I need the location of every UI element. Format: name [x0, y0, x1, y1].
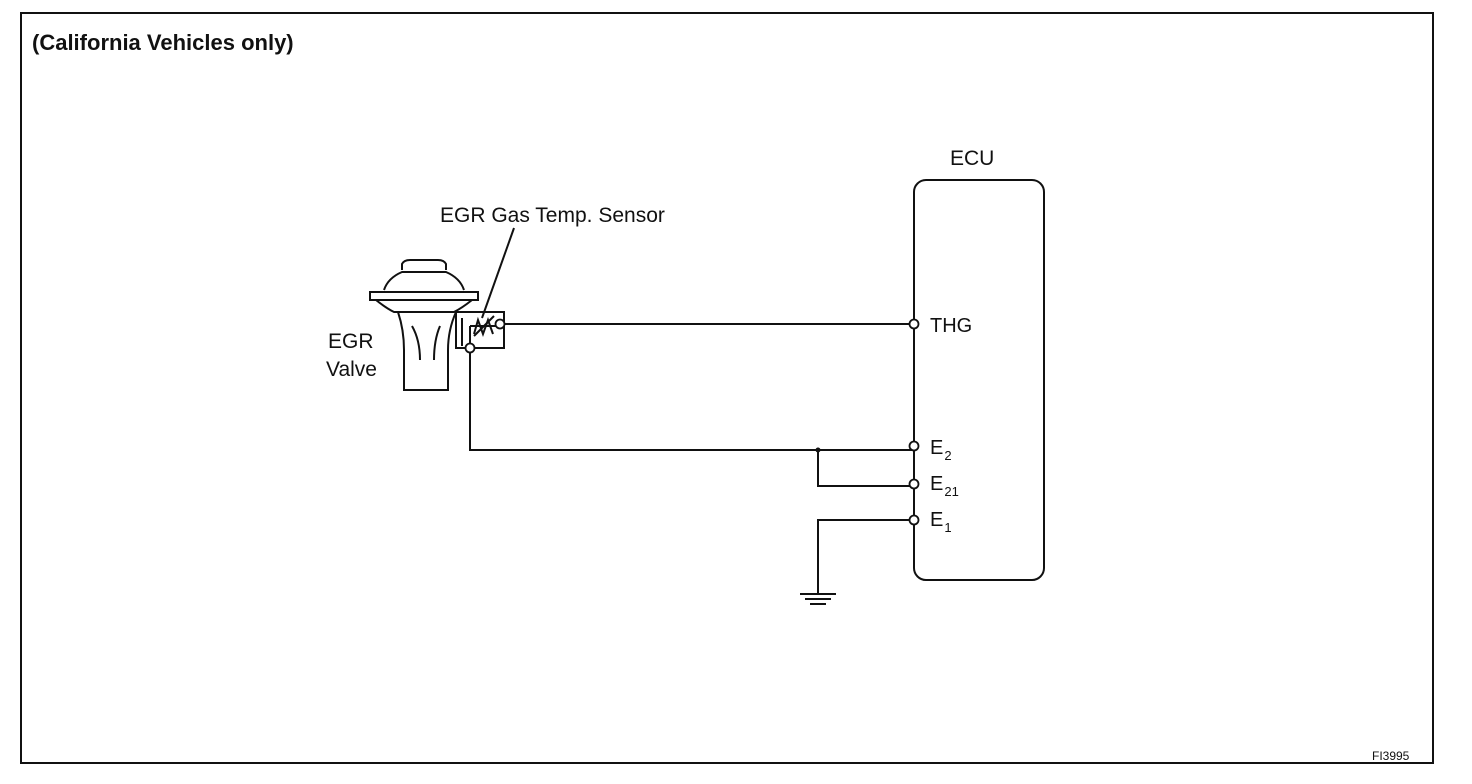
- egr-valve-icon: [369, 259, 479, 391]
- pin-label-e1: E1: [930, 509, 952, 535]
- pin-label-e21: E21: [930, 473, 959, 499]
- wire-e2: [469, 348, 914, 451]
- ecu-terminal-e2: [908, 440, 920, 452]
- figure-code: FI3995: [1372, 749, 1410, 763]
- pin-label-thg: THG: [930, 315, 972, 337]
- sensor-terminal-ground: [464, 342, 476, 354]
- sensor-label: EGR Gas Temp. Sensor: [440, 204, 665, 227]
- ecu-box: [913, 179, 1045, 581]
- egr-gas-temp-sensor: [455, 311, 505, 349]
- ecu-label: ECU: [950, 147, 994, 170]
- egr-valve-label-line1: EGR: [328, 330, 374, 353]
- ecu-terminal-e21: [908, 478, 920, 490]
- thermistor-icon: [473, 316, 494, 337]
- ground-icon: [800, 593, 836, 605]
- sensor-leader-line: [481, 227, 515, 319]
- wire-e1: [817, 519, 914, 594]
- pin-label-e2: E2: [930, 437, 952, 463]
- junction-dot: [815, 447, 821, 453]
- ecu-terminal-e1: [908, 514, 920, 526]
- wire-e21: [817, 450, 914, 487]
- diagram-frame: [20, 12, 1434, 764]
- ecu-terminal-thg: [908, 318, 920, 330]
- diagram-title: (California Vehicles only): [32, 30, 294, 55]
- sensor-terminal-thg: [494, 318, 506, 330]
- egr-valve-label-line2: Valve: [326, 358, 377, 381]
